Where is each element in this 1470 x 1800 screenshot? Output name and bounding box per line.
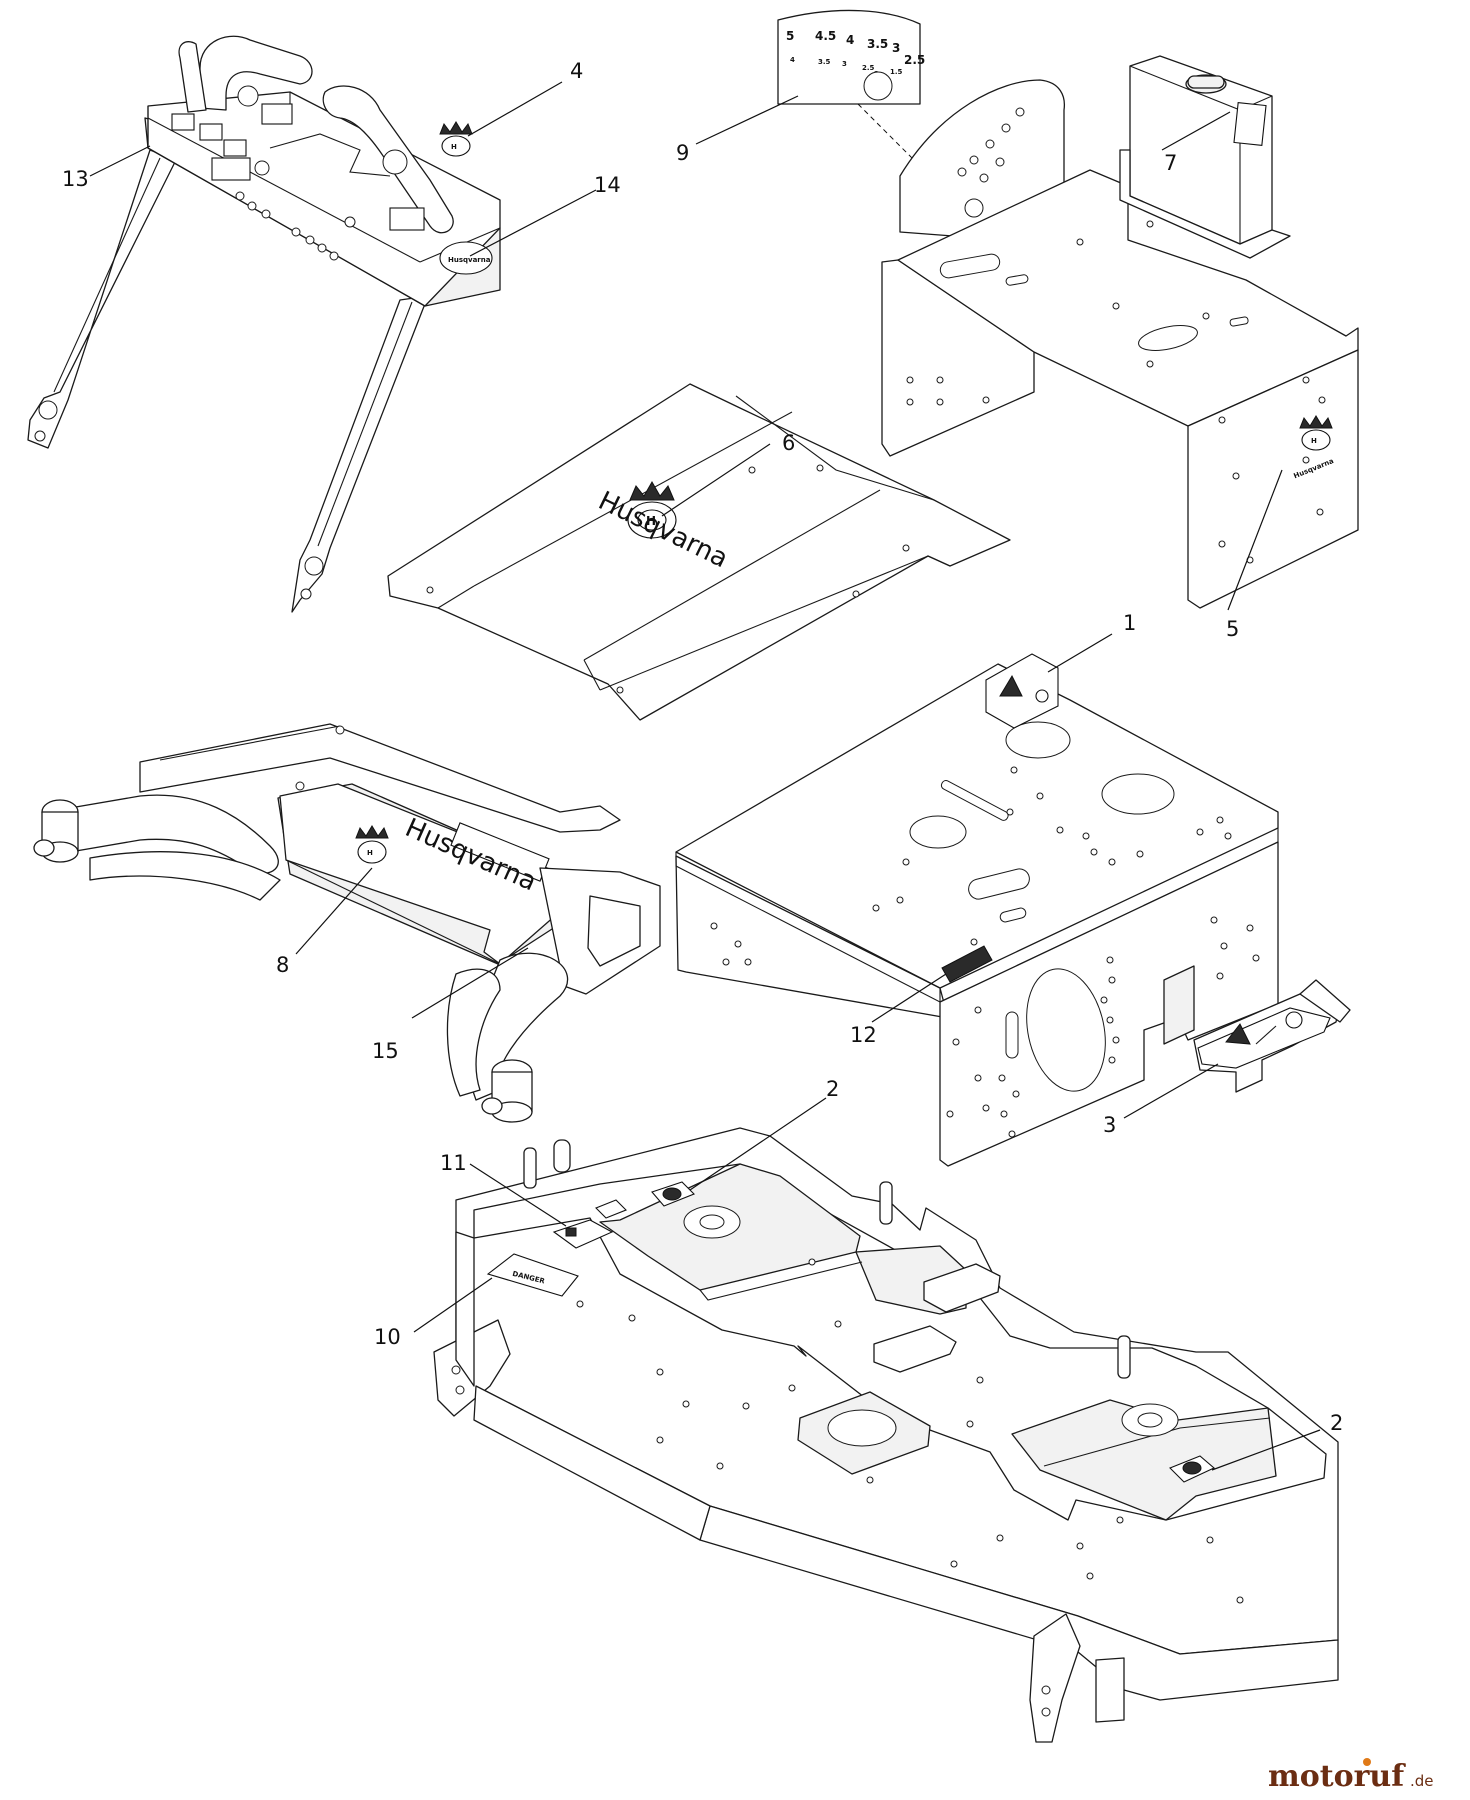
callout-2-lower: 2 [1330, 1411, 1343, 1435]
callout-11: 11 [440, 1151, 467, 1175]
callout-1: 1 [1123, 611, 1136, 635]
callout-10: 10 [374, 1325, 401, 1349]
callout-15: 15 [372, 1039, 399, 1063]
callouts: 1 2 2 3 4 5 6 7 8 9 10 11 12 13 14 15 [62, 59, 1343, 1435]
svg-text:H: H [367, 849, 373, 857]
husqvarna-crown-h-icon: H [1299, 415, 1333, 451]
svg-text:5: 5 [786, 29, 794, 43]
floor-pan: H Husqvarna [387, 383, 1011, 721]
callout-4: 4 [570, 59, 583, 83]
svg-text:2.5: 2.5 [862, 64, 875, 72]
svg-text:3: 3 [892, 41, 900, 55]
husqvarna-crown-h-icon: H [355, 825, 389, 864]
svg-text:3.5: 3.5 [867, 37, 888, 51]
svg-text:3.5: 3.5 [818, 58, 831, 66]
callout-2-upper: 2 [826, 1077, 839, 1101]
svg-text:2.5: 2.5 [904, 53, 925, 67]
callout-9: 9 [676, 141, 689, 165]
svg-text:H: H [1311, 437, 1317, 445]
svg-text:4: 4 [790, 56, 795, 64]
husqvarna-crown-h-icon: H [627, 480, 677, 539]
gauge-row-1: 5 4.5 4 3.5 3 2.5 [786, 29, 925, 67]
callout-5: 5 [1226, 617, 1239, 641]
front-bumper-assembly: H Husqvarna [33, 723, 661, 1123]
svg-text:4.5: 4.5 [815, 29, 836, 43]
callout-14: 14 [594, 173, 621, 197]
callout-3: 3 [1103, 1113, 1116, 1137]
watermark-suffix: .de [1410, 1772, 1434, 1790]
side-logo-text: Husqvarna [448, 256, 491, 264]
callout-6: 6 [782, 431, 795, 455]
husqvarna-crown-h-icon: H [439, 121, 473, 157]
mower-deck-assembly: DANGER [433, 1127, 1339, 1743]
svg-text:H: H [451, 143, 457, 151]
callout-7: 7 [1164, 151, 1177, 175]
height-gauge-decal: 5 4.5 4 3.5 3 2.5 4 3.5 3 2.5 2 1.5 [777, 9, 925, 105]
svg-text:3: 3 [842, 60, 847, 68]
svg-text:H: H [646, 514, 656, 528]
upper-chassis-assembly: H Husqvarna [881, 55, 1359, 609]
callout-12: 12 [850, 1023, 877, 1047]
decal-bracket [1193, 979, 1351, 1093]
callout-13: 13 [62, 167, 89, 191]
control-panel-assembly: Husqvarna H [27, 35, 501, 613]
callout-8: 8 [276, 953, 289, 977]
watermark: motoruf .de [1268, 1758, 1434, 1794]
leader-lines [89, 81, 1321, 1471]
watermark-name: motoruf [1268, 1759, 1406, 1794]
svg-text:4: 4 [846, 33, 854, 47]
main-frame-assembly [675, 653, 1279, 1167]
svg-text:1.5: 1.5 [890, 68, 903, 76]
